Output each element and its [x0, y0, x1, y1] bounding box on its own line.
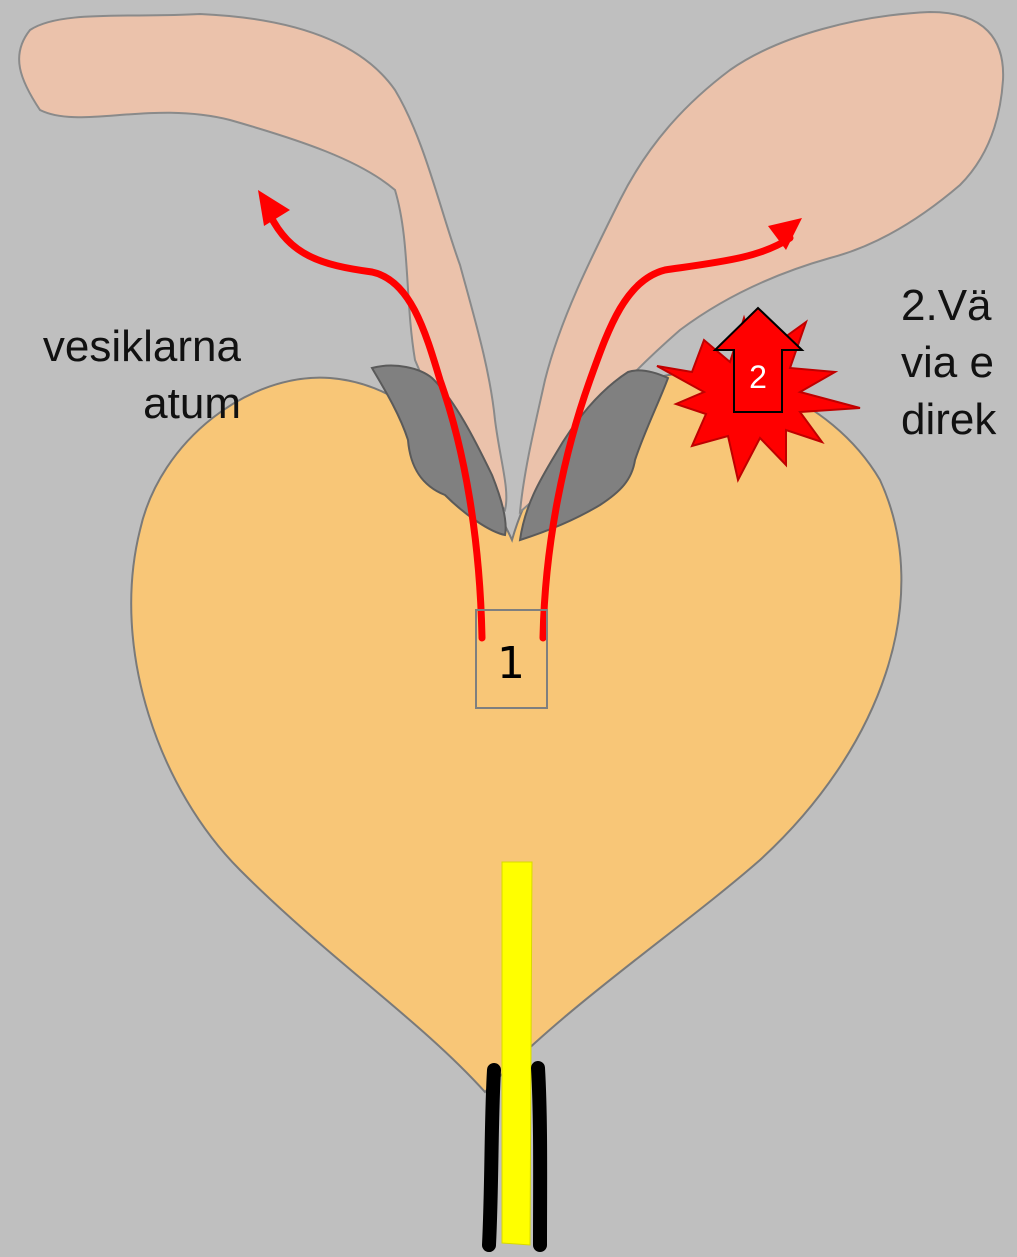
right-caption-line: 2.Vä [901, 277, 996, 334]
left-caption-line: vesiklarna [43, 318, 241, 375]
right-caption-line: via e [901, 334, 996, 391]
right-sphincter-line [538, 1068, 540, 1245]
urethra [502, 862, 532, 1245]
arrow-2-number: 2 [749, 359, 767, 395]
label-box-1-number: 1 [497, 638, 525, 689]
left-sphincter-line [489, 1070, 494, 1245]
left-caption-line: atum [43, 375, 241, 432]
right-caption-line: direk [901, 391, 996, 448]
